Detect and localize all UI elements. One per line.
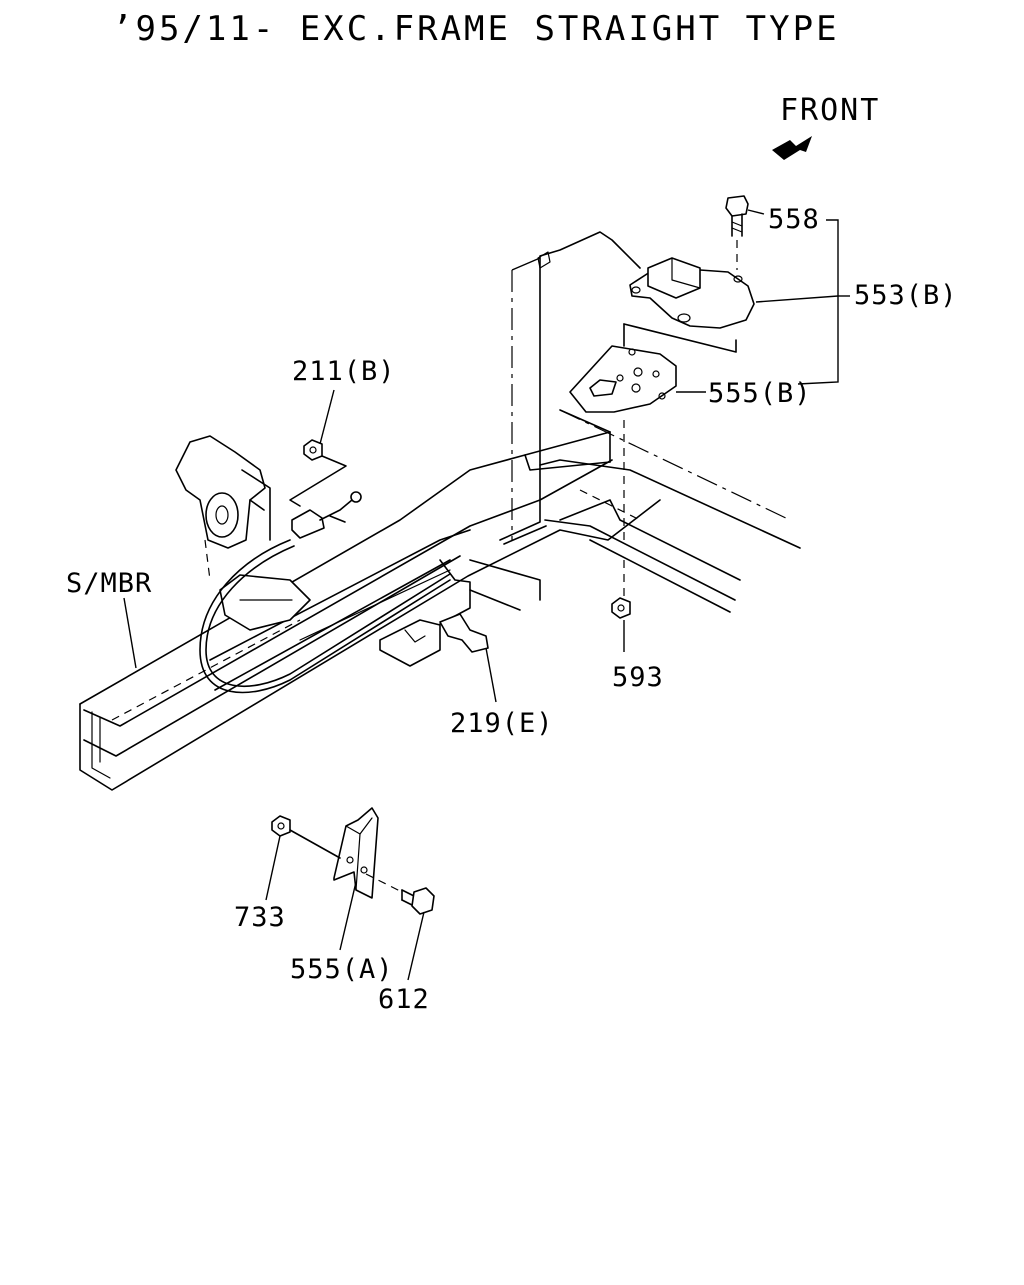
- callout-219e: 219(E): [450, 708, 554, 739]
- nut-593: [611, 560, 631, 619]
- callout-211b: 211(B): [292, 356, 396, 387]
- bolt-612: [401, 887, 435, 915]
- callout-555a: 555(A): [290, 954, 394, 985]
- front-arrow-icon: [772, 136, 812, 160]
- nut-733: [271, 815, 341, 859]
- callout-555b: 555(B): [708, 378, 812, 409]
- control-cable: [199, 231, 641, 694]
- clip-219e: [439, 613, 489, 653]
- callout-733: 733: [234, 902, 286, 933]
- plate-555b: [569, 323, 737, 540]
- nut-211b: [289, 439, 347, 507]
- callout-553b: 553(B): [854, 280, 958, 311]
- bracket-555a: [333, 807, 403, 899]
- diagram-title: ’95/11- EXC.FRAME STRAIGHT TYPE: [112, 9, 840, 49]
- bolt-558: [725, 195, 749, 270]
- callout-612: 612: [378, 984, 430, 1015]
- callout-558: 558: [768, 204, 820, 235]
- callout-s-mbr: S/MBR: [66, 568, 152, 599]
- leader-lines: [123, 209, 850, 981]
- shock-mount-bracket: [175, 435, 311, 631]
- lever-assembly: [629, 257, 755, 329]
- front-label: FRONT: [780, 93, 880, 128]
- callout-593: 593: [612, 662, 664, 693]
